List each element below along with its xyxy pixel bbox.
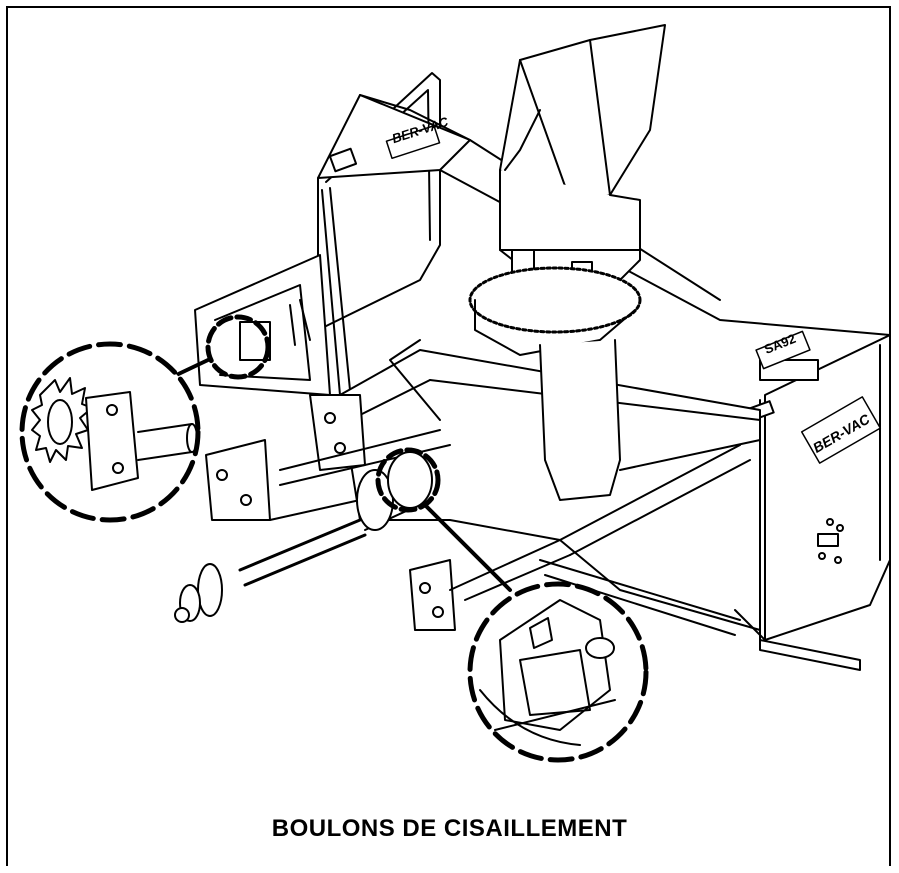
brand-plates (385, 124, 882, 464)
right-detail-callout (467, 581, 649, 763)
left-detail-callout (19, 341, 201, 523)
left-drive-assembly (194, 254, 331, 396)
callout-markers (168, 314, 512, 592)
right-side-panel (747, 334, 891, 671)
discharge-chute (468, 24, 666, 501)
figure-caption: BOULONS DE CISAILLEMENT (271, 815, 628, 842)
pto-shaft (174, 451, 433, 623)
